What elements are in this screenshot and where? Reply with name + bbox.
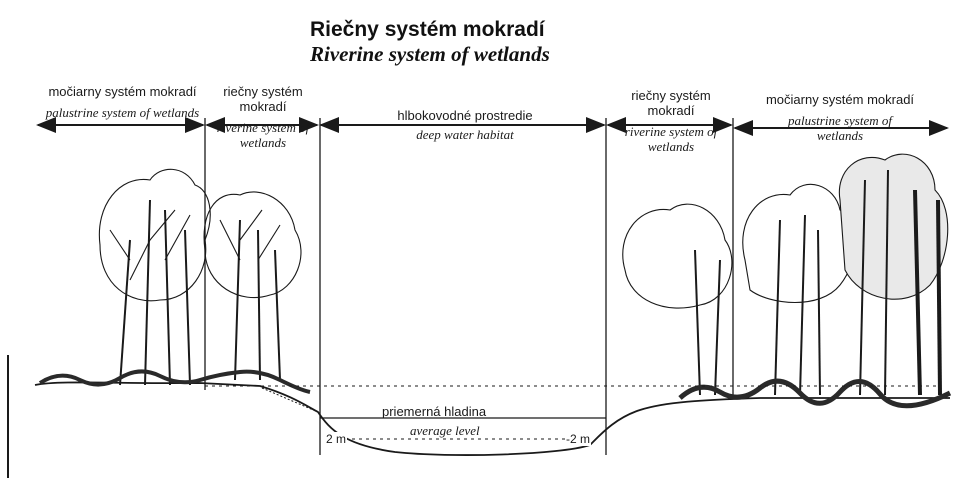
zone-name-en: palustrine system of wetlands — [765, 113, 915, 143]
zone-name-en: riverine system of wetlands — [610, 124, 732, 154]
zone-name-sk: riečny systém mokradí — [207, 84, 319, 114]
zone-label-palustrine-left: močiarny systém mokradí palustrine syste… — [40, 84, 205, 120]
zone-label-palustrine-right: močiarny systém mokradí palustrine syste… — [765, 92, 915, 143]
average-level-label-sk: priemerná hladina — [382, 404, 486, 419]
depth-label-right: -2 m — [565, 432, 591, 446]
ground — [35, 371, 950, 455]
trees-left — [99, 169, 301, 385]
zone-name-en: riverine system of wetlands — [207, 120, 319, 150]
zone-name-sk: riečny systém mokradí — [610, 88, 732, 118]
zone-label-riverine-left: riečny systém mokradí riverine system of… — [207, 84, 319, 150]
depth-label-left: 2 m — [325, 432, 347, 446]
zone-label-deep-water: hlbokovodné prostredie deep water habita… — [350, 108, 580, 142]
zone-name-sk: hlbokovodné prostredie — [350, 108, 580, 123]
zone-name-en: deep water habitat — [350, 127, 580, 142]
average-level-label-en: average level — [410, 423, 480, 439]
diagram-subtitle: Riverine system of wetlands — [310, 42, 550, 67]
zone-name-en: palustrine system of wetlands — [40, 105, 205, 120]
trees-right — [623, 154, 948, 395]
zone-name-sk: močiarny systém mokradí — [40, 84, 205, 99]
zone-label-riverine-right: riečny systém mokradí riverine system of… — [610, 88, 732, 154]
diagram-title: Riečny systém mokradí — [310, 18, 545, 42]
zone-name-sk: močiarny systém mokradí — [765, 92, 915, 107]
